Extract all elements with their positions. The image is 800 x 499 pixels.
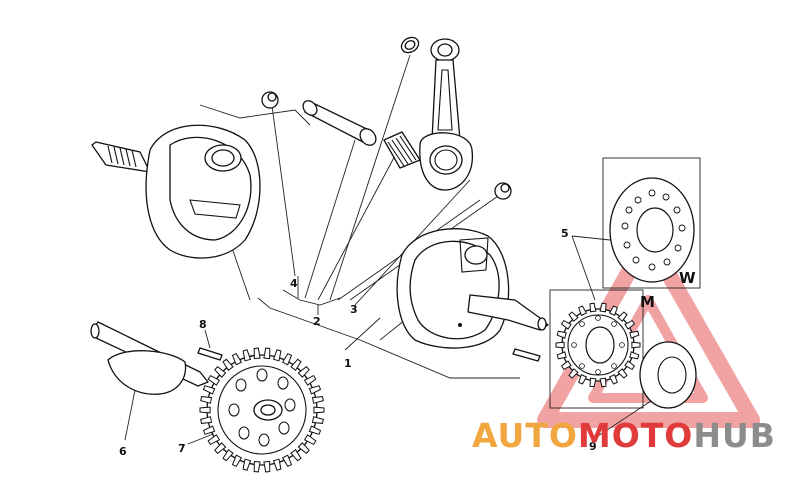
gear-tooth [599,302,607,313]
gear-tooth [290,448,302,462]
gear-tooth [263,460,271,473]
gear-tooth [589,377,597,388]
callout-4: 4 [290,277,298,290]
gear-tooth [214,366,227,378]
gear-tooth [556,351,567,360]
gear-tooth [617,311,628,322]
gear-tooth [199,406,211,414]
gear-tooth [313,406,325,414]
gear-tooth [297,366,310,378]
gear-tooth [555,341,565,349]
variant-m-label: M [640,293,655,311]
key-pin-right [512,348,541,362]
gear-tooth [231,352,243,366]
callout-7: 7 [178,442,186,455]
gear-tooth [589,302,597,313]
gear-tooth [200,396,213,404]
callout-6: 6 [119,445,127,458]
gear-tooth [290,358,302,372]
plug-right [494,182,512,200]
gear-tooth [608,374,618,385]
gear-tooth [308,385,322,395]
gear-tooth [207,374,221,386]
gear-tooth [202,385,216,395]
gear-tooth [617,368,628,379]
gear-tooth [222,448,234,462]
callout-2: 2 [313,315,321,328]
small-end-bush [400,36,420,54]
gear-tooth [556,330,567,339]
gear-tooth [629,351,640,360]
gear-tooth [560,360,572,371]
gear-tooth [253,347,261,360]
gear-tooth [242,349,252,362]
gear-tooth [242,458,252,471]
gear-tooth [624,360,636,371]
left-crank-half [91,124,261,259]
gear-tooth [272,349,282,362]
watermark-part-hub: HUB [693,416,776,455]
gear-tooth [560,319,572,330]
callout-3: 3 [350,303,358,316]
gear-tooth [281,454,293,468]
plug-left [261,91,279,109]
gear-tooth [231,454,243,468]
gear-tooth [624,319,636,330]
sprocket-w [609,177,695,283]
connecting-rod [419,38,473,191]
gear-tooth [207,434,221,446]
needle-bearing [383,131,421,169]
crank-pin [302,100,377,146]
watermark-part-moto: MOTO [578,416,693,455]
gear-tooth [202,425,216,435]
sprocket-m [555,302,641,388]
key-pin-8 [197,347,223,361]
gear-tooth [568,368,579,379]
callout-9: 9 [589,440,597,453]
balancer-gear [199,347,325,473]
gear-tooth [303,434,317,446]
balancer-shaft [90,321,209,395]
gear-tooth [631,341,641,349]
variant-w-label: W [679,269,696,287]
gear-tooth [214,442,227,454]
watermark-text: AUTOMOTOHUB [472,416,776,455]
callout-1: 1 [344,357,352,370]
gear-tooth [272,458,282,471]
gear-tooth [629,330,640,339]
gear-tooth [200,416,213,424]
gear-tooth [281,352,293,366]
watermark-part-auto: AUTO [472,416,578,455]
right-crank-half [396,228,549,349]
gear-tooth [578,305,588,316]
gear-tooth [599,377,607,388]
gear-tooth [568,311,579,322]
gear-tooth [308,425,322,435]
washer [639,341,697,409]
callout-5: 5 [561,227,569,240]
gear-tooth [311,416,324,424]
gear-tooth [222,358,234,372]
gear-tooth [263,347,271,360]
gear-tooth [608,305,618,316]
gear-tooth [297,442,310,454]
gear-tooth [303,374,317,386]
callout-8: 8 [199,318,207,331]
gear-tooth [578,374,588,385]
gear-tooth [253,460,261,473]
gear-tooth [311,396,324,404]
